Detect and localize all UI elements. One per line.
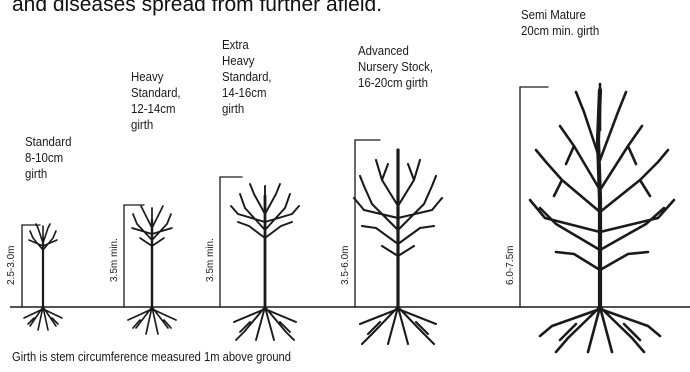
roots — [24, 307, 62, 330]
height-mark-extra-heavy-standard: 3.5m min. — [205, 238, 216, 282]
height-mark-semi-mature: 6.0-7.5m — [505, 246, 516, 285]
tree-heavy-standard — [124, 205, 176, 334]
tree-semi-mature — [520, 84, 674, 352]
tree-advanced-nursery-stock — [354, 140, 442, 344]
tree-extra-heavy-standard — [220, 177, 299, 340]
label-advanced-nursery-stock: Advanced Nursery Stock, 16-20cm girth — [358, 43, 433, 91]
label-heavy-standard: Heavy Standard, 12-14cm girth — [131, 69, 181, 133]
height-mark-advanced-nursery-stock: 3.5-6.0m — [340, 246, 351, 285]
label-extra-heavy-standard: Extra Heavy Standard, 14-16cm girth — [222, 37, 272, 117]
height-mark-heavy-standard: 3.5m min. — [109, 238, 120, 282]
roots — [234, 307, 296, 340]
tree-standard — [22, 224, 62, 330]
roots — [360, 307, 436, 344]
roots — [128, 307, 176, 334]
roots — [540, 307, 660, 352]
label-semi-mature: Semi Mature 20cm min. girth — [521, 7, 599, 39]
girth-note: Girth is stem circumference measured 1m … — [12, 349, 291, 364]
height-mark-standard: 2.5-3.0m — [6, 246, 17, 285]
label-standard: Standard 8-10cm girth — [25, 134, 71, 182]
